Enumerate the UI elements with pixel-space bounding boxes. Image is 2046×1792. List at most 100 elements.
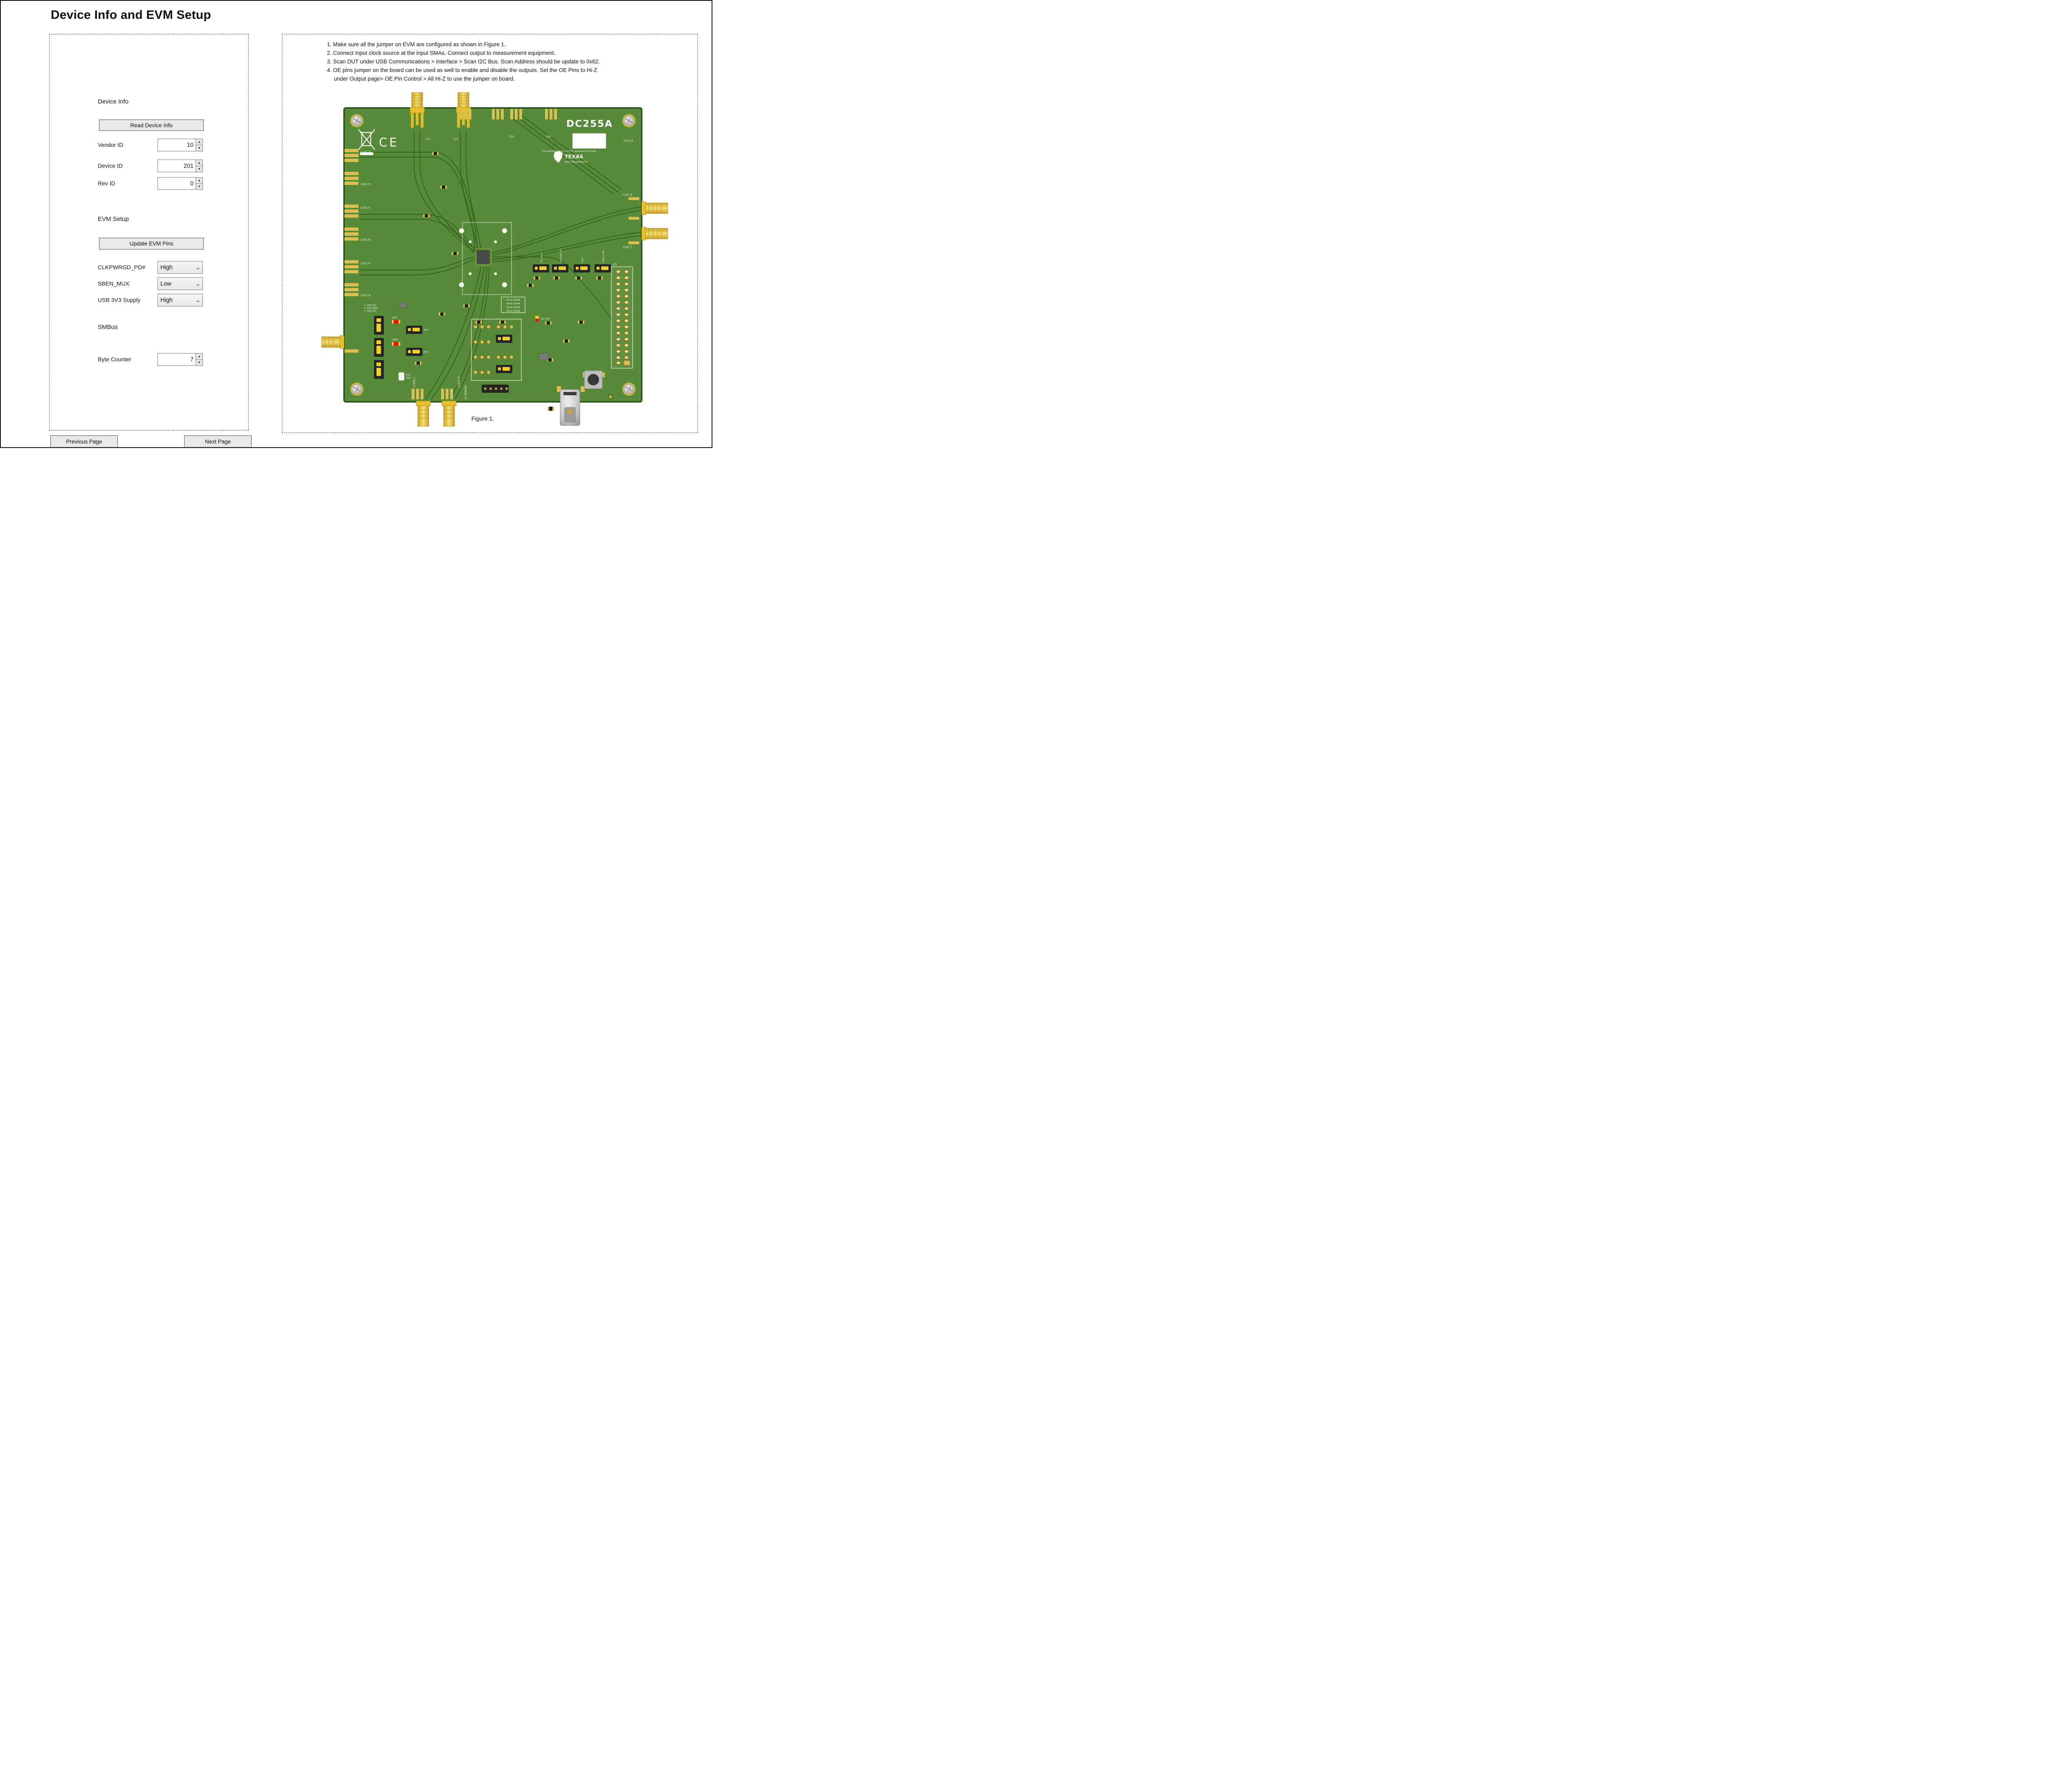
device-id-up-icon[interactable]: ▲ <box>196 160 203 166</box>
clkpwrgd-pd-label: CLKPWRGD_PD# <box>98 264 145 270</box>
vendor-id-label: Vendor ID <box>98 142 124 148</box>
instruction-line: 1. Make sure all the jumper on EVM are c… <box>327 41 506 47</box>
svg-text:VDDA: VDDA <box>392 339 399 341</box>
svg-text:CLK5_N: CLK5_N <box>361 182 371 186</box>
app-window: Device Info and EVM Setup Device Info Re… <box>0 0 712 448</box>
right-edge-labels: CLK1_N CLK0_N CLK0_P <box>623 140 633 249</box>
sma-connector-left <box>321 335 358 353</box>
clk-input-pads-left: CLK5_P CLK5_N CLK6_P CLK6_N CLK7_P CLK7_… <box>345 149 371 297</box>
svg-text:TCA_Reset: TCA_Reset <box>541 253 543 263</box>
rev-id-input[interactable] <box>158 177 196 190</box>
dut-chip <box>475 248 491 266</box>
svg-text:CLK1_N: CLK1_N <box>624 140 633 142</box>
silk-outline <box>462 222 512 295</box>
next-page-button[interactable]: Next Page <box>184 435 252 447</box>
sma-connector-right <box>629 197 668 244</box>
clkpwrgd-pd-dropdown[interactable]: High ⌄ <box>158 261 203 274</box>
svg-text:TEXAS: TEXAS <box>565 153 583 160</box>
vendor-id-down-icon[interactable]: ▼ <box>196 145 203 151</box>
svg-text:1. USB_3V3: 1. USB_3V3 <box>364 304 376 307</box>
screw-icon <box>349 113 364 128</box>
clkin-pads-bottom: CLKIN_P CLKIN_N XI_PRIMARY <box>412 377 467 399</box>
usb-3v3-supply-dropdown[interactable]: High ⌄ <box>158 294 203 306</box>
svg-text:J29: J29 <box>613 263 617 266</box>
sma-connector-top <box>410 92 471 128</box>
byte-counter-down-icon[interactable]: ▼ <box>196 360 203 365</box>
svg-text:SBEN: SBEN <box>581 258 584 263</box>
byte-counter-input[interactable] <box>158 353 196 366</box>
rev-id-down-icon[interactable]: ▼ <box>196 184 203 189</box>
smbus-heading: SMBus <box>98 324 118 331</box>
eval-notice: For evaluation only; not FCC approved fo… <box>543 150 597 153</box>
device-id-label: Device ID <box>98 162 123 169</box>
rev-id-stepper: ▲▼ <box>158 177 203 190</box>
svg-text:CLK0_N: CLK0_N <box>623 194 632 196</box>
clkpwrgd-pd-value: High <box>160 264 173 271</box>
svg-text:OE3# OE2#: OE3# OE2# <box>506 306 520 309</box>
svg-text:SLOTGATE_SEL: SLOTGATE_SEL <box>560 248 562 263</box>
svg-text:C34: C34 <box>546 135 551 138</box>
sma-connector-bottom <box>416 401 457 427</box>
byte-counter-stepper: ▲▼ <box>158 353 203 366</box>
svg-text:CLK6_N: CLK6_N <box>361 238 371 241</box>
screw-icon <box>622 113 636 128</box>
weee-underline <box>360 152 373 155</box>
svg-text:CLK7_P: CLK7_P <box>361 262 370 265</box>
previous-page-button[interactable]: Previous Page <box>50 435 118 447</box>
svg-text:U2A_3V3: U2A_3V3 <box>541 318 550 320</box>
usb-connector <box>548 386 585 426</box>
board-figure: CLK5_P CLK5_N CLK6_P CLK6_N CLK7_P CLK7_… <box>321 92 668 427</box>
usb-3v3-supply-label: USB 3V3 Supply <box>98 297 141 303</box>
svg-text:C27: C27 <box>426 138 430 141</box>
header-j29: J29 <box>611 263 633 369</box>
svg-text:OE5# OE4#: OE5# OE4# <box>506 303 520 305</box>
oe-jumper-row: TCA_Reset SLOTGATE_SEL SBEN DONGLE_PIN <box>533 248 611 279</box>
svg-text:2. VDD_MAIN: 2. VDD_MAIN <box>364 307 378 310</box>
evm-setup-heading: EVM Setup <box>98 216 129 223</box>
instructions: 1. Make sure all the jumper on EVM are c… <box>327 40 654 83</box>
oe-legend: OE7# OE6# OE5# OE4# OE3# OE2# OE1# OE0# <box>501 297 525 313</box>
sben-mux-dropdown[interactable]: Low ⌄ <box>158 277 203 290</box>
svg-text:C23: C23 <box>453 138 458 141</box>
svg-text:DONGLE_PIN: DONGLE_PIN <box>602 251 605 263</box>
device-id-input[interactable] <box>158 160 196 172</box>
byte-counter-up-icon[interactable]: ▲ <box>196 353 203 360</box>
instruction-line: under Output page> OE Pin Control > All … <box>334 76 515 82</box>
vendor-id-input[interactable] <box>158 139 196 151</box>
device-id-down-icon[interactable]: ▼ <box>196 166 203 172</box>
rev-id-label: Rev ID <box>98 180 115 187</box>
board-title: DC255A <box>566 119 613 129</box>
usb-3v3-supply-value: High <box>160 297 173 304</box>
sben-mux-value: Low <box>160 280 171 287</box>
byte-counter-label: Byte Counter <box>98 356 131 362</box>
svg-text:CLKIN_P: CLKIN_P <box>413 377 416 387</box>
svg-text:GND: GND <box>406 377 411 379</box>
svg-text:OE1# OE0#: OE1# OE0# <box>506 310 520 313</box>
svg-text:VDD: VDD <box>392 317 397 319</box>
rev-id-up-icon[interactable]: ▲ <box>196 178 203 184</box>
svg-text:CLK6_P: CLK6_P <box>361 206 370 209</box>
svg-text:XI_PRIMARY: XI_PRIMARY <box>464 385 467 399</box>
chevron-down-icon: ⌄ <box>194 280 201 287</box>
svg-text:C30: C30 <box>509 135 514 138</box>
via-dots <box>459 228 507 287</box>
sben-mux-label: SBEN_MUX <box>98 280 130 287</box>
svg-text:CLK7_N: CLK7_N <box>361 294 371 297</box>
screw-icon <box>349 382 364 396</box>
device-id-stepper: ▲▼ <box>158 160 203 172</box>
svg-text:CLK0_P: CLK0_P <box>623 246 632 249</box>
svg-text:CLKIN_N: CLKIN_N <box>457 377 460 387</box>
blank-label-area <box>572 133 606 149</box>
ti-logo: TEXAS INSTRUMENTS <box>554 151 587 164</box>
vendor-id-stepper: ▲▼ <box>158 139 203 151</box>
push-button <box>583 370 614 400</box>
svg-text:TP6: TP6 <box>406 374 410 376</box>
svg-text:JP12: JP12 <box>424 351 429 353</box>
update-evm-pins-button[interactable]: Update EVM Pins <box>99 238 204 250</box>
screw-icon <box>622 382 636 396</box>
vendor-id-up-icon[interactable]: ▲ <box>196 139 203 145</box>
instruction-line: 3. Scan DUT under USB Communications > I… <box>327 59 600 65</box>
sma-footprint-pads-top: C27 C23 C30 C34 <box>426 109 557 141</box>
smd-components <box>399 152 584 365</box>
read-device-info-button[interactable]: Read Device Info <box>99 119 204 131</box>
